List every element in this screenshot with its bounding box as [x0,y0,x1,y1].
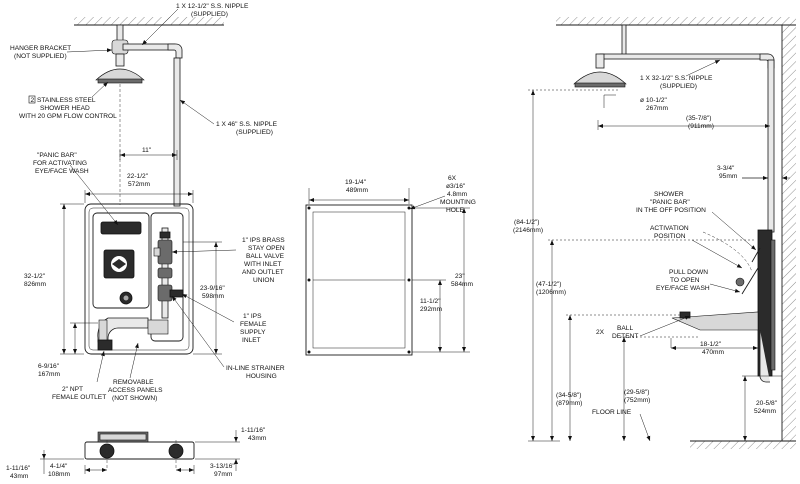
panic-bar [100,221,142,235]
dim-11: 11" [142,147,152,154]
shower-head [95,68,145,81]
cabinet-outer [84,203,194,355]
outlet-fitting [97,339,113,351]
label-shower-off: SHOWER "PANIC BAR" IN THE OFF POSITION [636,191,706,214]
label-hanger: HANGER BRACKET (NOT SUPPLIED) [10,45,73,60]
cabinet-inner [88,207,190,351]
side-ceiling-hatch [556,17,796,25]
dim-opening-width: 19-1/4" 489mm [345,179,368,194]
right-compartment [150,212,184,342]
label-outlet: 2" NPT FEMALE OUTLET [52,386,106,401]
plan-view: 1-11/16" 43mm 1-11/16" 43mm 4-1/4" 108mm… [6,427,267,480]
dim-opening-height: 23" 584mm [451,273,473,288]
label-valve: 1" IPS BRASS STAY OPEN BALL VALVE WITH I… [242,237,287,284]
label-access-panels: REMOVABLE ACCESS PANELS (NOT SHOWN) [108,379,164,402]
dim-wall-offset: 3-3/4" 95mm [717,165,738,180]
dim-total-height: (84-1/2") (2146mm) [513,219,543,234]
dim-47: (47-1/2") (1206mm) [536,281,566,296]
side-shower-head [573,71,627,85]
label-showerhead: STAINLESS STEEL SHOWER HEAD WITH 20 GPM … [19,97,117,120]
label-nipple-top: 1 X 12-1/2" S.S. NIPPLE (SUPPLIED) [176,3,250,18]
label-pull-down: PULL DOWN TO OPEN EYE/FACE WASH [656,269,710,292]
side-shower-arm [599,53,769,60]
dim-plan-outlet: 3-13/16" 97mm [210,463,237,478]
label-side-nipple: 1 X 32-1/2" S.S. NIPPLE (SUPPLIED) [640,75,714,90]
callout-number: 2 [31,97,35,104]
mounting-holes [307,206,411,354]
front-view: 1 X 12-1/2" S.S. NIPPLE (SUPPLIED) HANGE… [10,3,287,402]
dim-plan-inlet: 4-1/4" 108mm [48,463,70,478]
side-floor-hatch [690,441,796,449]
dim-opening-half: 11-1/2" 292mm [420,298,442,313]
label-floor-line: FLOOR LINE [592,409,632,416]
supply-inlet [169,289,184,298]
supply-elbow [167,43,183,59]
dim-29: (29-5/8") (752mm) [624,389,651,404]
label-panic-bar: "PANIC BAR" FOR ACTIVATING EYE/FACE WASH [33,152,89,175]
side-view: 1 X 32-1/2" S.S. NIPPLE (SUPPLIED) ø 10-… [513,17,796,449]
shower-head-face [97,78,143,84]
ball-qty: 2X [596,329,605,336]
vertical-nipple [173,57,181,207]
dim-bottom: 6-9/16" 167mm [38,363,61,378]
dim-showerhead-dia: ø 10-1/2" 267mm [640,97,669,112]
shower-arm [122,43,176,51]
dim-reach: (35-7/8") (911mm) [686,115,714,130]
label-mounting-holes: 6X ø3/16" 4.8mm MOUNTING HOLE [440,175,478,214]
dim-width: 22-1/2" 572mm [127,173,150,188]
dim-18: 18-1/2" 470mm [700,341,724,356]
callout-box [28,95,36,104]
wall-opening-view: 19-1/4" 489mm 6X ø3/16" 4.8mm MOUNTING H… [305,175,478,356]
dim-plan-depth: 1-11/16" 43mm [241,427,267,442]
dim-height: 32-1/2" 826mm [24,273,47,288]
dim-20: 20-5/8" 524mm [754,400,779,415]
label-nipple-46: 1 X 46" S.S. NIPPLE (SUPPLIED) [216,121,279,136]
side-vertical-pipe [767,59,775,233]
label-strainer: IN-LINE STRAINER HOUSING [226,365,286,380]
label-supply-inlet: 1" IPS FEMALE SUPPLY INLET [240,313,268,344]
label-ball-detent: BALL DETENT [612,325,638,340]
dim-34: (34-5/8") (879mm) [556,392,583,407]
ceiling-hatch [74,17,224,25]
inlet-union [157,267,173,279]
left-compartment [92,212,150,309]
dim-supply-height: 23-9/16" 598mm [200,285,227,300]
dim-plan-left: 1-11/16" 43mm [6,465,32,480]
label-activation: ACTIVATION POSITION [650,225,690,240]
shower-head-stem [115,53,125,67]
side-wall-hatch [782,25,796,441]
side-eyewash-bowl [671,311,759,331]
